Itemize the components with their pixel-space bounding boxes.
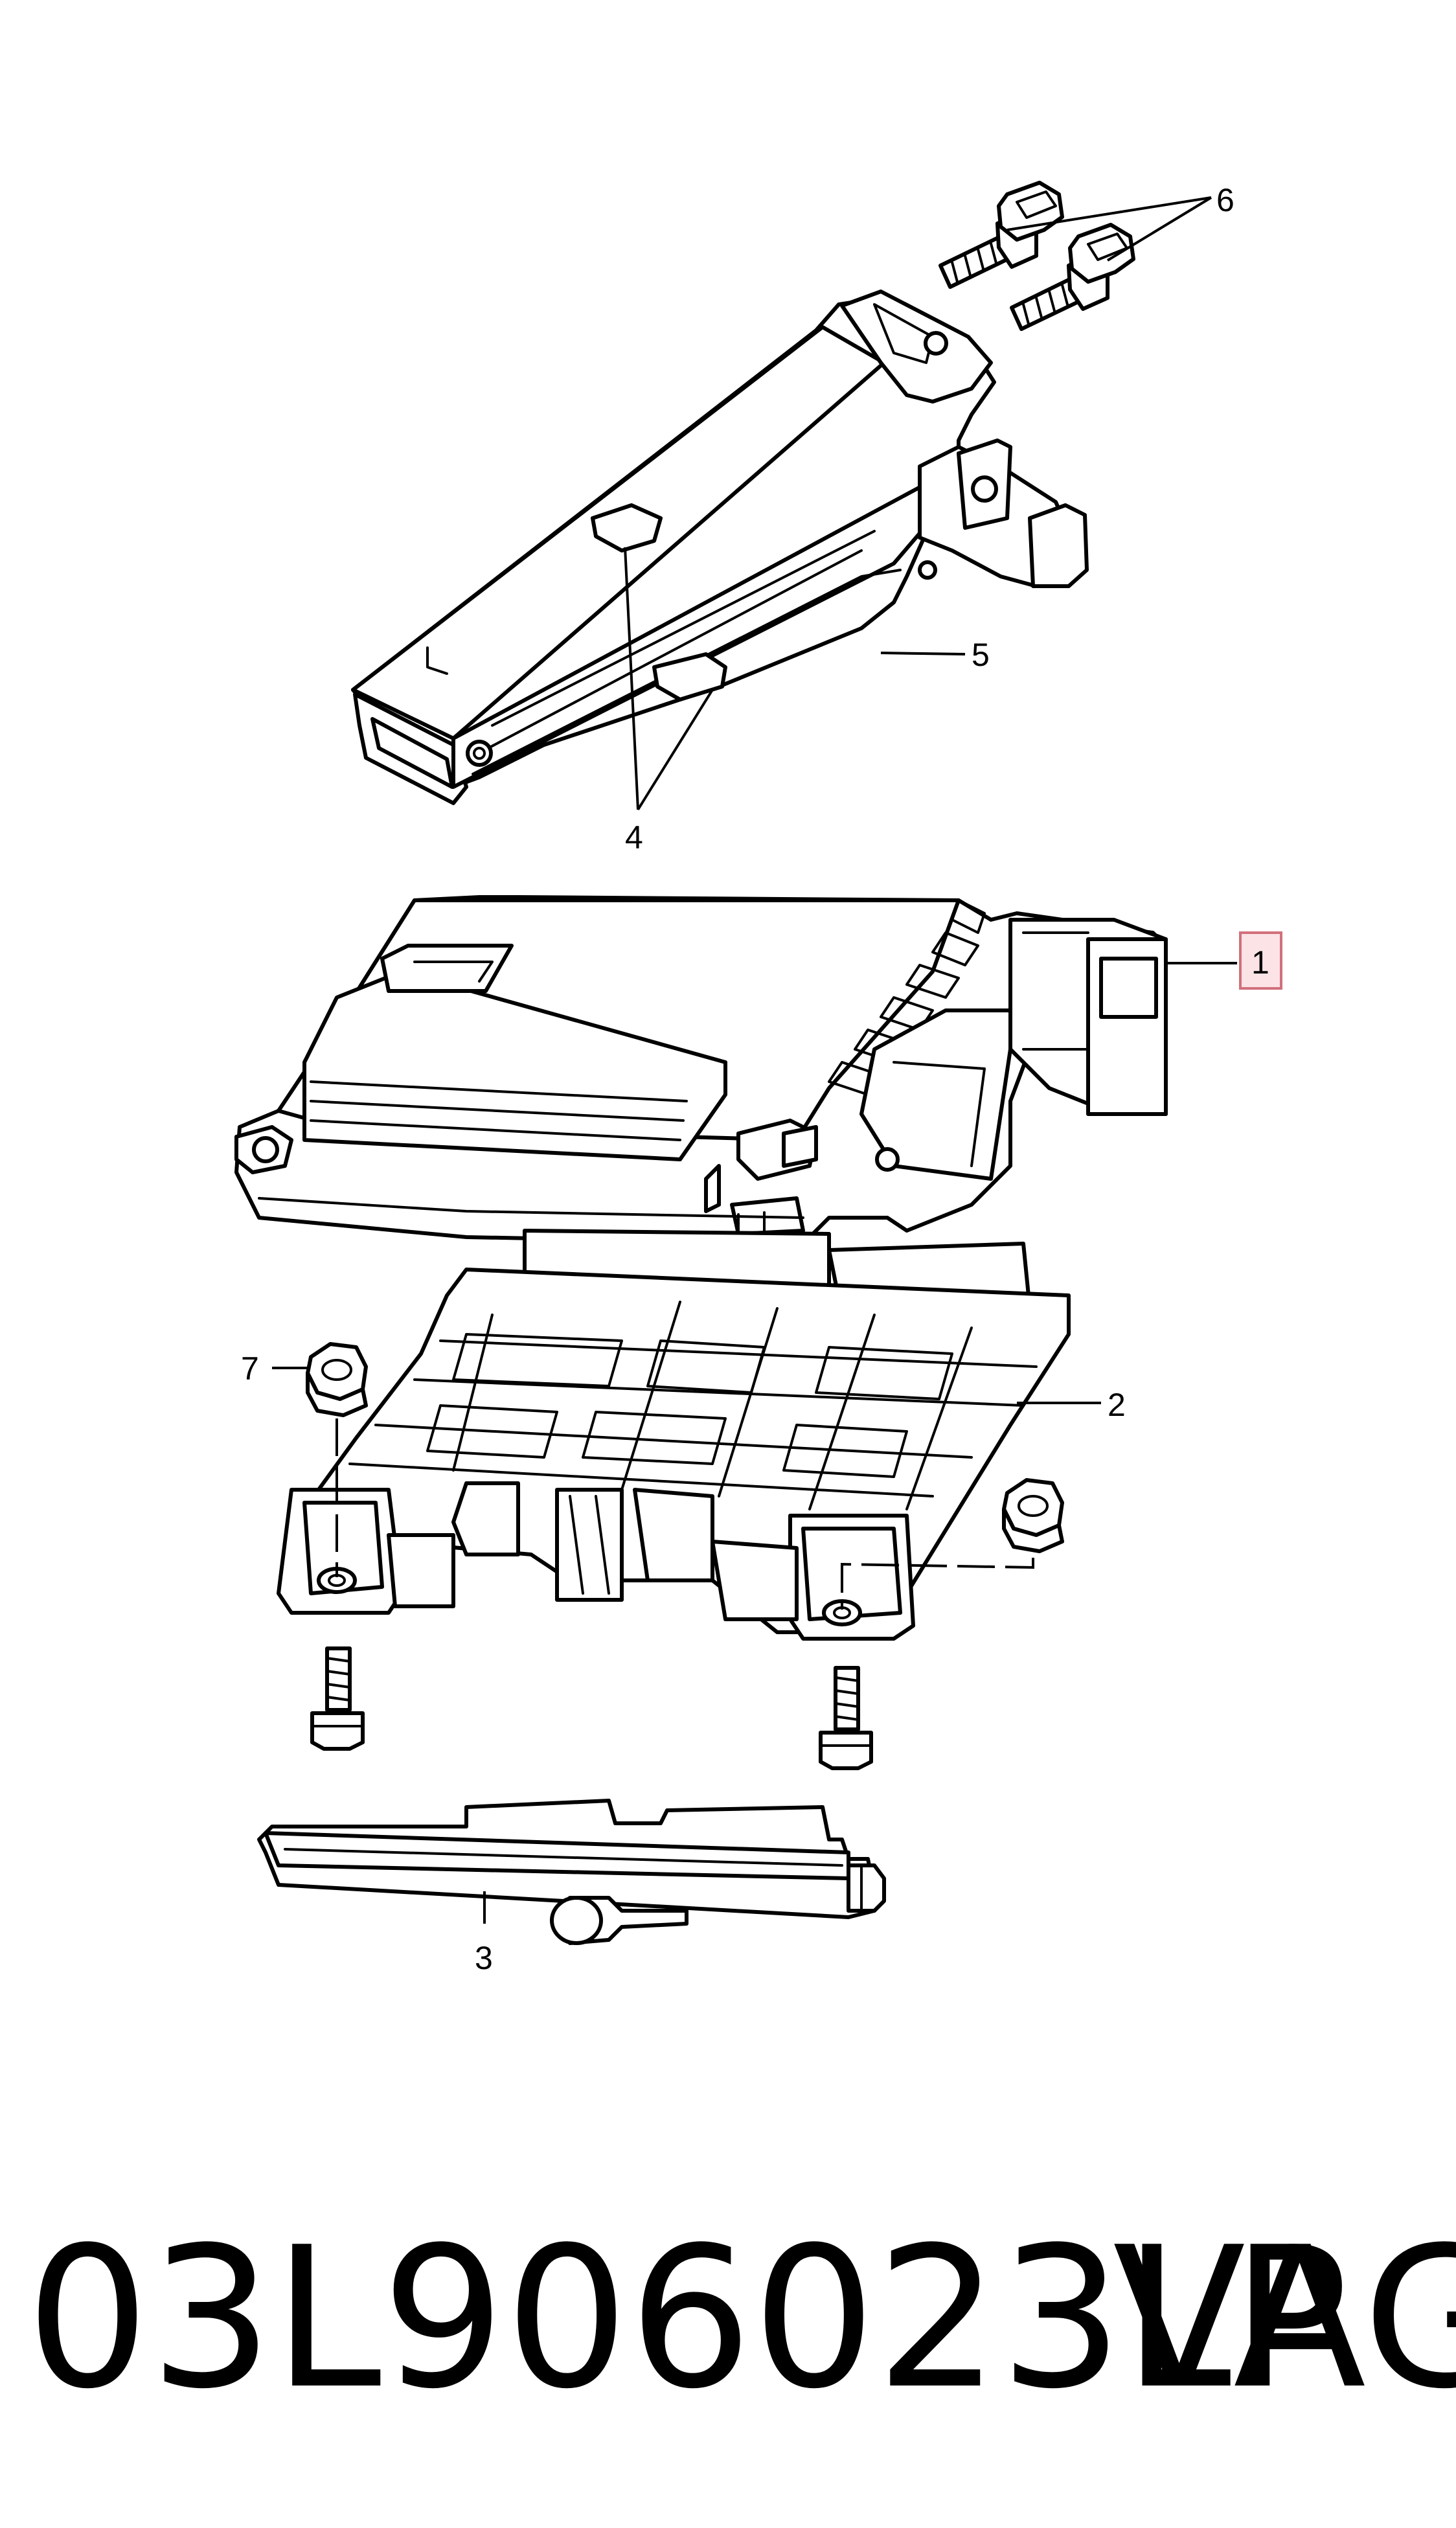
callout-5[interactable]: 5 — [972, 637, 990, 673]
part-5-bracket — [351, 290, 1089, 805]
stud-right — [819, 1666, 873, 1770]
callout-1[interactable]: 1 — [1251, 944, 1269, 981]
brand-name: VAG — [1113, 2205, 1456, 2431]
part-6-screws — [938, 181, 1135, 331]
callout-7[interactable]: 7 — [241, 1350, 259, 1387]
leader-6 — [1007, 196, 1212, 262]
callout-2[interactable]: 2 — [1108, 1387, 1126, 1423]
callout-1-highlight — [1239, 931, 1282, 990]
leader-lines — [272, 196, 1237, 1924]
part-1-control-unit — [234, 895, 1168, 1246]
part-2-carrier — [277, 1229, 1071, 1641]
leader-5 — [880, 652, 966, 655]
part-3-rail — [257, 1799, 886, 1945]
screw-upper — [938, 181, 1064, 289]
stud-left — [310, 1646, 365, 1751]
callout-3[interactable]: 3 — [475, 1940, 493, 1976]
mounting-studs — [310, 1646, 873, 1770]
callout-4[interactable]: 4 — [625, 819, 643, 856]
nut-right — [1002, 1478, 1064, 1553]
callout-labels: 1 2 3 4 5 6 7 — [241, 182, 1282, 1976]
guide-line-right — [841, 1558, 1034, 1610]
part-7-nuts — [306, 1342, 1064, 1553]
leader-4 — [624, 547, 714, 811]
callout-6[interactable]: 6 — [1216, 182, 1234, 218]
nut-left — [306, 1342, 368, 1417]
screw-lower — [1010, 223, 1135, 331]
part-number: 03L906023LP — [26, 2205, 1349, 2431]
